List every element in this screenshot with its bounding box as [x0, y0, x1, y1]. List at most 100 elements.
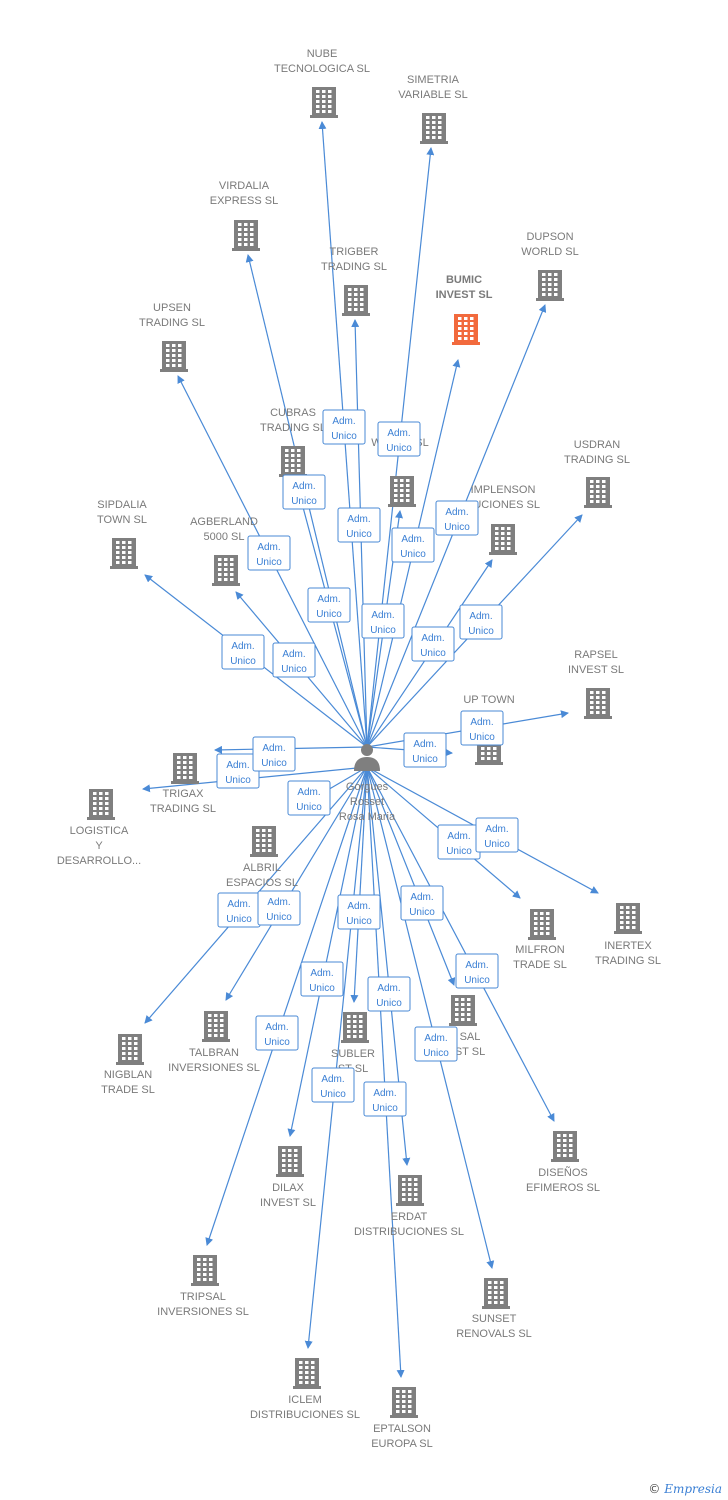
- building-icon-cubras[interactable]: [279, 446, 307, 477]
- building-icon-world[interactable]: [388, 476, 416, 507]
- building-icon-rapsel[interactable]: [584, 688, 612, 719]
- role-badge-subler[interactable]: Adm.Unico: [337, 894, 381, 930]
- company-label-line: EXPRESS SL: [210, 195, 278, 207]
- role-badge-usdran[interactable]: Adm.Unico: [459, 604, 503, 640]
- building-icon-eptalson[interactable]: [390, 1387, 418, 1418]
- building-icon-nube[interactable]: [310, 87, 338, 118]
- role-badge-erdat[interactable]: Adm.Unico: [367, 976, 411, 1012]
- role-badge-implenson[interactable]: Adm.Unico: [411, 626, 455, 662]
- role-badge-nigblan[interactable]: Adm.Unico: [217, 892, 261, 928]
- role-badge-sipdalia[interactable]: Adm.Unico: [221, 634, 265, 670]
- building-base: [202, 1039, 230, 1042]
- building-icon-trigax[interactable]: [171, 753, 199, 784]
- building-icon-iclem[interactable]: [293, 1358, 321, 1389]
- company-label-line: BUMIC: [446, 274, 482, 286]
- building-icon-inertex[interactable]: [614, 903, 642, 934]
- building-window: [291, 454, 295, 457]
- role-badge-sunset[interactable]: Adm.Unico: [414, 1026, 458, 1062]
- role-badge-nube[interactable]: Adm.Unico: [322, 409, 366, 445]
- role-badge-sal[interactable]: Adm.Unico: [400, 885, 444, 921]
- role-badge-simetria[interactable]: Adm.Unico: [377, 421, 421, 457]
- building-icon-simetria[interactable]: [420, 113, 448, 144]
- building-icon-sunset[interactable]: [482, 1278, 510, 1309]
- building-icon-implenson[interactable]: [489, 524, 517, 555]
- building-icon-logistica[interactable]: [87, 789, 115, 820]
- role-badge-talbran[interactable]: Adm.Unico: [257, 890, 301, 926]
- building-icon-upsen[interactable]: [160, 341, 188, 372]
- building-base: [341, 1040, 369, 1043]
- building-icon-sal[interactable]: [449, 995, 477, 1026]
- building-icon-dupson[interactable]: [536, 270, 564, 301]
- building-icon-tripsal[interactable]: [191, 1255, 219, 1286]
- role-badge-text: Adm.Unico: [468, 611, 494, 637]
- building-icon-subler[interactable]: [341, 1012, 369, 1043]
- building-icon-disenos[interactable]: [551, 1131, 579, 1162]
- footer-brand[interactable]: © Empresia: [648, 1482, 722, 1496]
- building-icon-milfron[interactable]: [528, 909, 556, 940]
- building-icon-talbran[interactable]: [202, 1011, 230, 1042]
- building-window: [563, 1154, 567, 1157]
- building-icon-trigber[interactable]: [342, 285, 370, 316]
- role-badge-eptalson[interactable]: Adm.Unico: [363, 1081, 407, 1117]
- role-badge-albril[interactable]: Adm.Unico: [287, 780, 331, 816]
- role-badge-dupson[interactable]: Adm.Unico: [391, 527, 435, 563]
- role-badge-trigber[interactable]: Adm.Unico: [337, 507, 381, 543]
- building-icon-dilax[interactable]: [276, 1146, 304, 1177]
- role-badge-rapsel[interactable]: Adm.Unico: [460, 710, 504, 746]
- role-badge-logistica[interactable]: Adm.Unico: [252, 736, 296, 772]
- role-badge-tripsal[interactable]: Adm.Unico: [255, 1015, 299, 1051]
- role-badge-cubras[interactable]: Adm.Unico: [307, 587, 351, 623]
- building-icon-albril[interactable]: [250, 826, 278, 857]
- role-badge-milfron[interactable]: Adm.Unico: [437, 824, 481, 860]
- building-icon-usdran[interactable]: [584, 477, 612, 508]
- role-badge-world[interactable]: Adm.Unico: [361, 603, 405, 639]
- highlight-building-icon-bumic[interactable]: [452, 314, 480, 345]
- building-icon-erdat[interactable]: [396, 1175, 424, 1206]
- building-icon-sipdalia[interactable]: [110, 538, 138, 569]
- building-icon-agberland[interactable]: [212, 555, 240, 586]
- role-badge-dilax[interactable]: Adm.Unico: [300, 961, 344, 997]
- role-badge-disenos[interactable]: Adm.Unico: [455, 953, 499, 989]
- role-badge-upsen[interactable]: Adm.Unico: [247, 535, 291, 571]
- building-icon-virdalia[interactable]: [232, 220, 260, 251]
- role-badge-uptown[interactable]: Adm.Unico: [403, 732, 447, 768]
- building-window: [590, 701, 594, 704]
- role-badge-inertex[interactable]: Adm.Unico: [475, 817, 519, 853]
- building-window: [455, 998, 459, 1001]
- role-badge-virdalia[interactable]: Adm.Unico: [282, 474, 326, 510]
- role-badge-bumic[interactable]: Adm.Unico: [435, 500, 479, 536]
- building-icon-nigblan[interactable]: [116, 1034, 144, 1065]
- role-badge-agberland[interactable]: Adm.Unico: [272, 642, 316, 678]
- role-badge-iclem[interactable]: Adm.Unico: [311, 1067, 355, 1103]
